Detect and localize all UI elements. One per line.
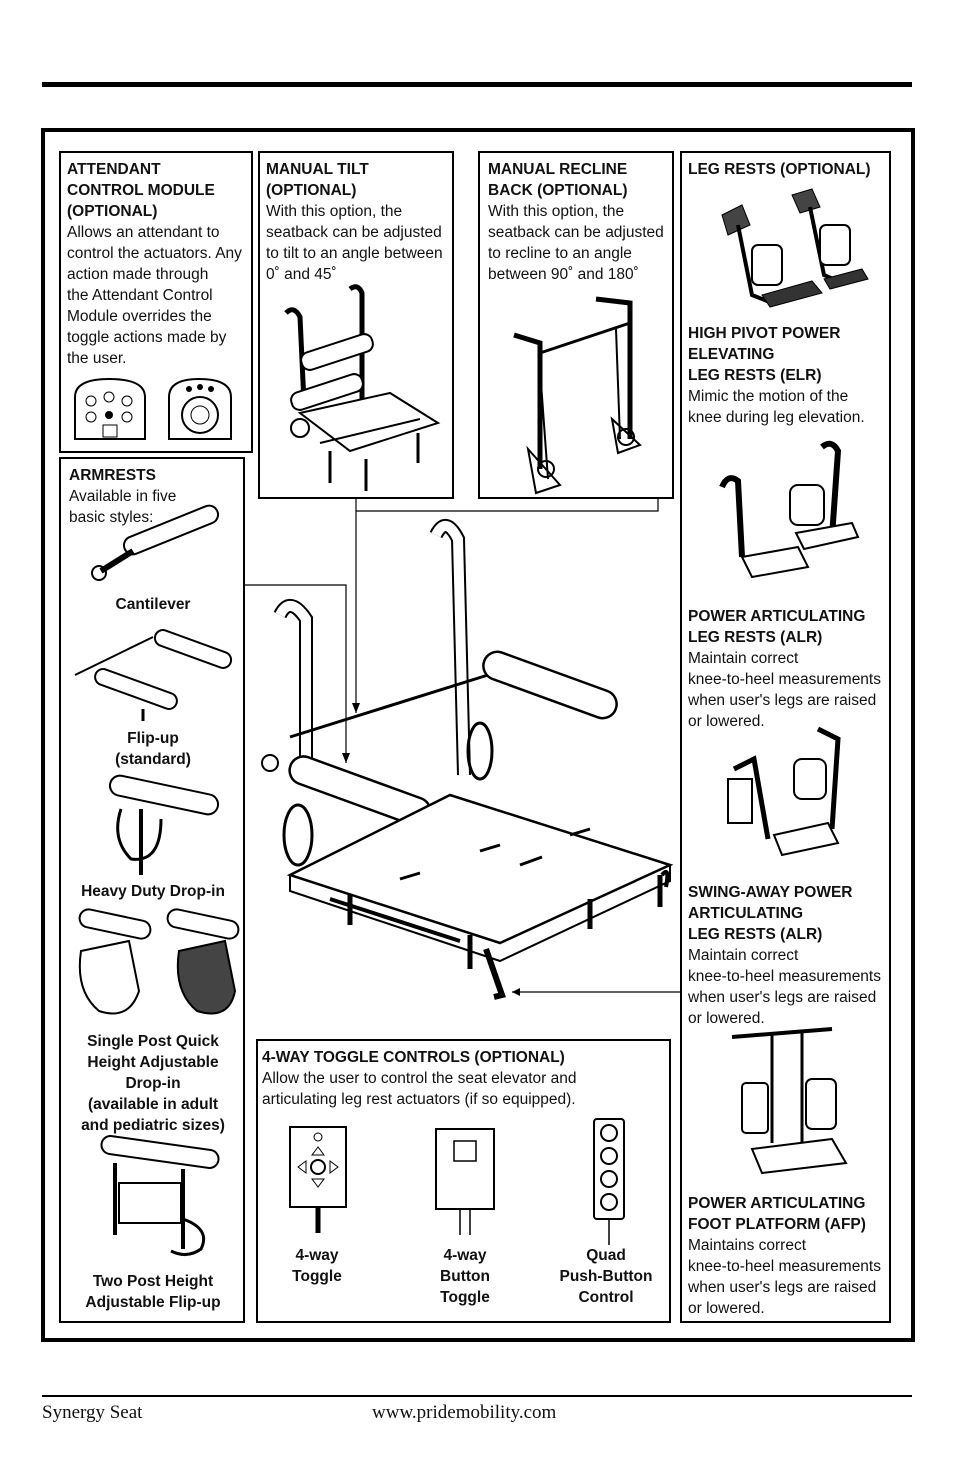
- footer-website: www.pridemobility.com: [372, 1402, 557, 1423]
- swing-desc-3: when user's legs are raised: [688, 989, 877, 1006]
- attendant-title-3: (OPTIONAL): [67, 203, 158, 220]
- alr-desc-2: knee-to-heel measurements: [688, 671, 881, 688]
- flipup-label-2: (standard): [115, 751, 191, 768]
- four-way-toggle-label-1: 4-way: [295, 1247, 339, 1264]
- button-toggle-label-3: Toggle: [440, 1289, 490, 1306]
- toggle-title: 4-WAY TOGGLE CONTROLS (OPTIONAL): [262, 1049, 565, 1066]
- alr-title-2: LEG RESTS (ALR): [688, 629, 823, 646]
- two-post-armrest-illustration: [100, 1135, 220, 1256]
- leg-rest-illustration-1: [721, 188, 869, 308]
- attendant-title-2: CONTROL MODULE: [67, 182, 215, 199]
- heavy-duty-label: Heavy Duty Drop-in: [81, 883, 225, 900]
- flipup-armrest-illustration: [74, 629, 233, 721]
- swing-desc-1: Maintain correct: [688, 947, 799, 964]
- recline-desc-4: between 90˚ and 180˚: [488, 266, 639, 283]
- recline-title-1: MANUAL RECLINE: [488, 161, 628, 178]
- leg-rest-illustration-2: [719, 440, 860, 579]
- attendant-desc-6: toggle actions made by: [67, 329, 227, 346]
- tilt-title-1: MANUAL TILT: [266, 161, 369, 178]
- attendant-desc-1: Allows an attendant to: [67, 224, 220, 241]
- armrests-desc-1: Available in five: [69, 488, 177, 505]
- quad-label-3: Control: [578, 1289, 634, 1306]
- footer-title: Synergy Seat: [42, 1402, 143, 1423]
- tilt-title-2: (OPTIONAL): [266, 182, 357, 199]
- synergy-seat-illustration: [244, 499, 680, 1000]
- afp-desc-2: knee-to-heel measurements: [688, 1258, 881, 1275]
- tilt-desc-3: to tilt to an angle between: [266, 245, 443, 262]
- cantilever-armrest-illustration: [91, 504, 220, 581]
- attendant-desc-4: the Attendant Control: [67, 287, 213, 304]
- toggle-desc-2: articulating leg rest actuators (if so e…: [262, 1091, 576, 1108]
- header-rule: [42, 82, 912, 87]
- manual-recline-box: MANUAL RECLINE BACK (OPTIONAL) With this…: [478, 151, 674, 499]
- tilt-desc-2: seatback can be adjusted: [266, 224, 442, 241]
- footer-rule: [42, 1395, 912, 1397]
- toggle-desc-1: Allow the user to control the seat eleva…: [262, 1070, 577, 1087]
- attendant-desc-5: Module overrides the: [67, 308, 212, 325]
- foot-platform-illustration: [731, 1027, 848, 1175]
- flipup-label-1: Flip-up: [127, 730, 179, 747]
- single-post-label-1: Single Post Quick: [87, 1033, 219, 1050]
- alr-desc-1: Maintain correct: [688, 650, 799, 667]
- single-post-label-3: Drop-in: [125, 1075, 181, 1092]
- swing-desc-2: knee-to-heel measurements: [688, 968, 881, 985]
- four-way-toggle-label-2: Toggle: [292, 1268, 342, 1285]
- leg-rests-box: LEG RESTS (OPTIONAL) HIGH PIVOT POWER EL…: [680, 151, 891, 1323]
- afp-desc-1: Maintains correct: [688, 1237, 807, 1254]
- tilt-desc-4: 0˚ and 45˚: [266, 266, 337, 283]
- recline-desc-1: With this option, the: [488, 203, 625, 220]
- recline-back-illustration: [513, 296, 642, 495]
- figure-frame: [41, 128, 915, 1342]
- elr-desc-2: knee during leg elevation.: [688, 409, 865, 426]
- leg-rests-title: LEG RESTS (OPTIONAL): [688, 161, 871, 178]
- armrests-title: ARMRESTS: [69, 467, 156, 484]
- two-post-label-1: Two Post Height: [92, 1273, 214, 1290]
- button-toggle-label-2: Button: [440, 1268, 490, 1285]
- two-post-label-2: Adjustable Flip-up: [85, 1294, 221, 1311]
- recline-title-2: BACK (OPTIONAL): [488, 182, 628, 199]
- elr-title-1: HIGH PIVOT POWER: [688, 325, 841, 342]
- quad-push-button-illustration: [593, 1118, 625, 1245]
- attendant-box: ATTENDANT CONTROL MODULE (OPTIONAL) Allo…: [59, 151, 253, 453]
- armrests-box: ARMRESTS Available in five basic styles:…: [59, 457, 245, 1323]
- swing-title-3: LEG RESTS (ALR): [688, 926, 823, 943]
- attendant-title-1: ATTENDANT: [67, 161, 161, 178]
- attendant-module-illustration: [74, 377, 232, 440]
- manual-tilt-box: MANUAL TILT (OPTIONAL) With this option,…: [258, 151, 454, 499]
- afp-title-1: POWER ARTICULATING: [688, 1195, 866, 1212]
- tilt-desc-1: With this option, the: [266, 203, 403, 220]
- quad-label-1: Quad: [586, 1247, 626, 1264]
- single-post-armrest-illustration: [78, 908, 240, 1015]
- single-post-label-2: Height Adjustable: [87, 1054, 219, 1071]
- swing-desc-4: or lowered.: [688, 1010, 765, 1027]
- elr-title-2: ELEVATING: [688, 346, 775, 363]
- four-way-toggle-illustration: [289, 1126, 347, 1233]
- four-way-button-toggle-illustration: [435, 1128, 495, 1235]
- cantilever-label: Cantilever: [115, 596, 191, 613]
- elr-title-3: LEG RESTS (ELR): [688, 367, 822, 384]
- leg-rest-illustration-3: [727, 726, 841, 857]
- toggle-controls-box: 4-WAY TOGGLE CONTROLS (OPTIONAL) Allow t…: [256, 1039, 671, 1323]
- alr-desc-3: when user's legs are raised: [688, 692, 877, 709]
- afp-desc-4: or lowered.: [688, 1300, 765, 1317]
- alr-title-1: POWER ARTICULATING: [688, 608, 866, 625]
- swing-title-1: SWING-AWAY POWER: [688, 884, 853, 901]
- attendant-desc-3: action made through: [67, 266, 209, 283]
- button-toggle-label-1: 4-way: [443, 1247, 487, 1264]
- afp-desc-3: when user's legs are raised: [688, 1279, 877, 1296]
- tilt-seat-illustration: [284, 284, 441, 491]
- recline-desc-3: to recline to an angle: [488, 245, 632, 262]
- attendant-desc-2: control the actuators. Any: [67, 245, 242, 262]
- attendant-desc-7: the user.: [67, 350, 127, 367]
- swing-title-2: ARTICULATING: [688, 905, 804, 922]
- afp-title-2: FOOT PLATFORM (AFP): [688, 1216, 866, 1233]
- heavy-duty-armrest-illustration: [108, 774, 220, 875]
- armrests-desc-2: basic styles:: [69, 509, 154, 526]
- single-post-label-5: and pediatric sizes): [81, 1117, 225, 1134]
- recline-desc-2: seatback can be adjusted: [488, 224, 664, 241]
- single-post-label-4: (available in adult: [87, 1096, 219, 1113]
- quad-label-2: Push-Button: [559, 1268, 653, 1285]
- alr-desc-4: or lowered.: [688, 713, 765, 730]
- elr-desc-1: Mimic the motion of the: [688, 388, 849, 405]
